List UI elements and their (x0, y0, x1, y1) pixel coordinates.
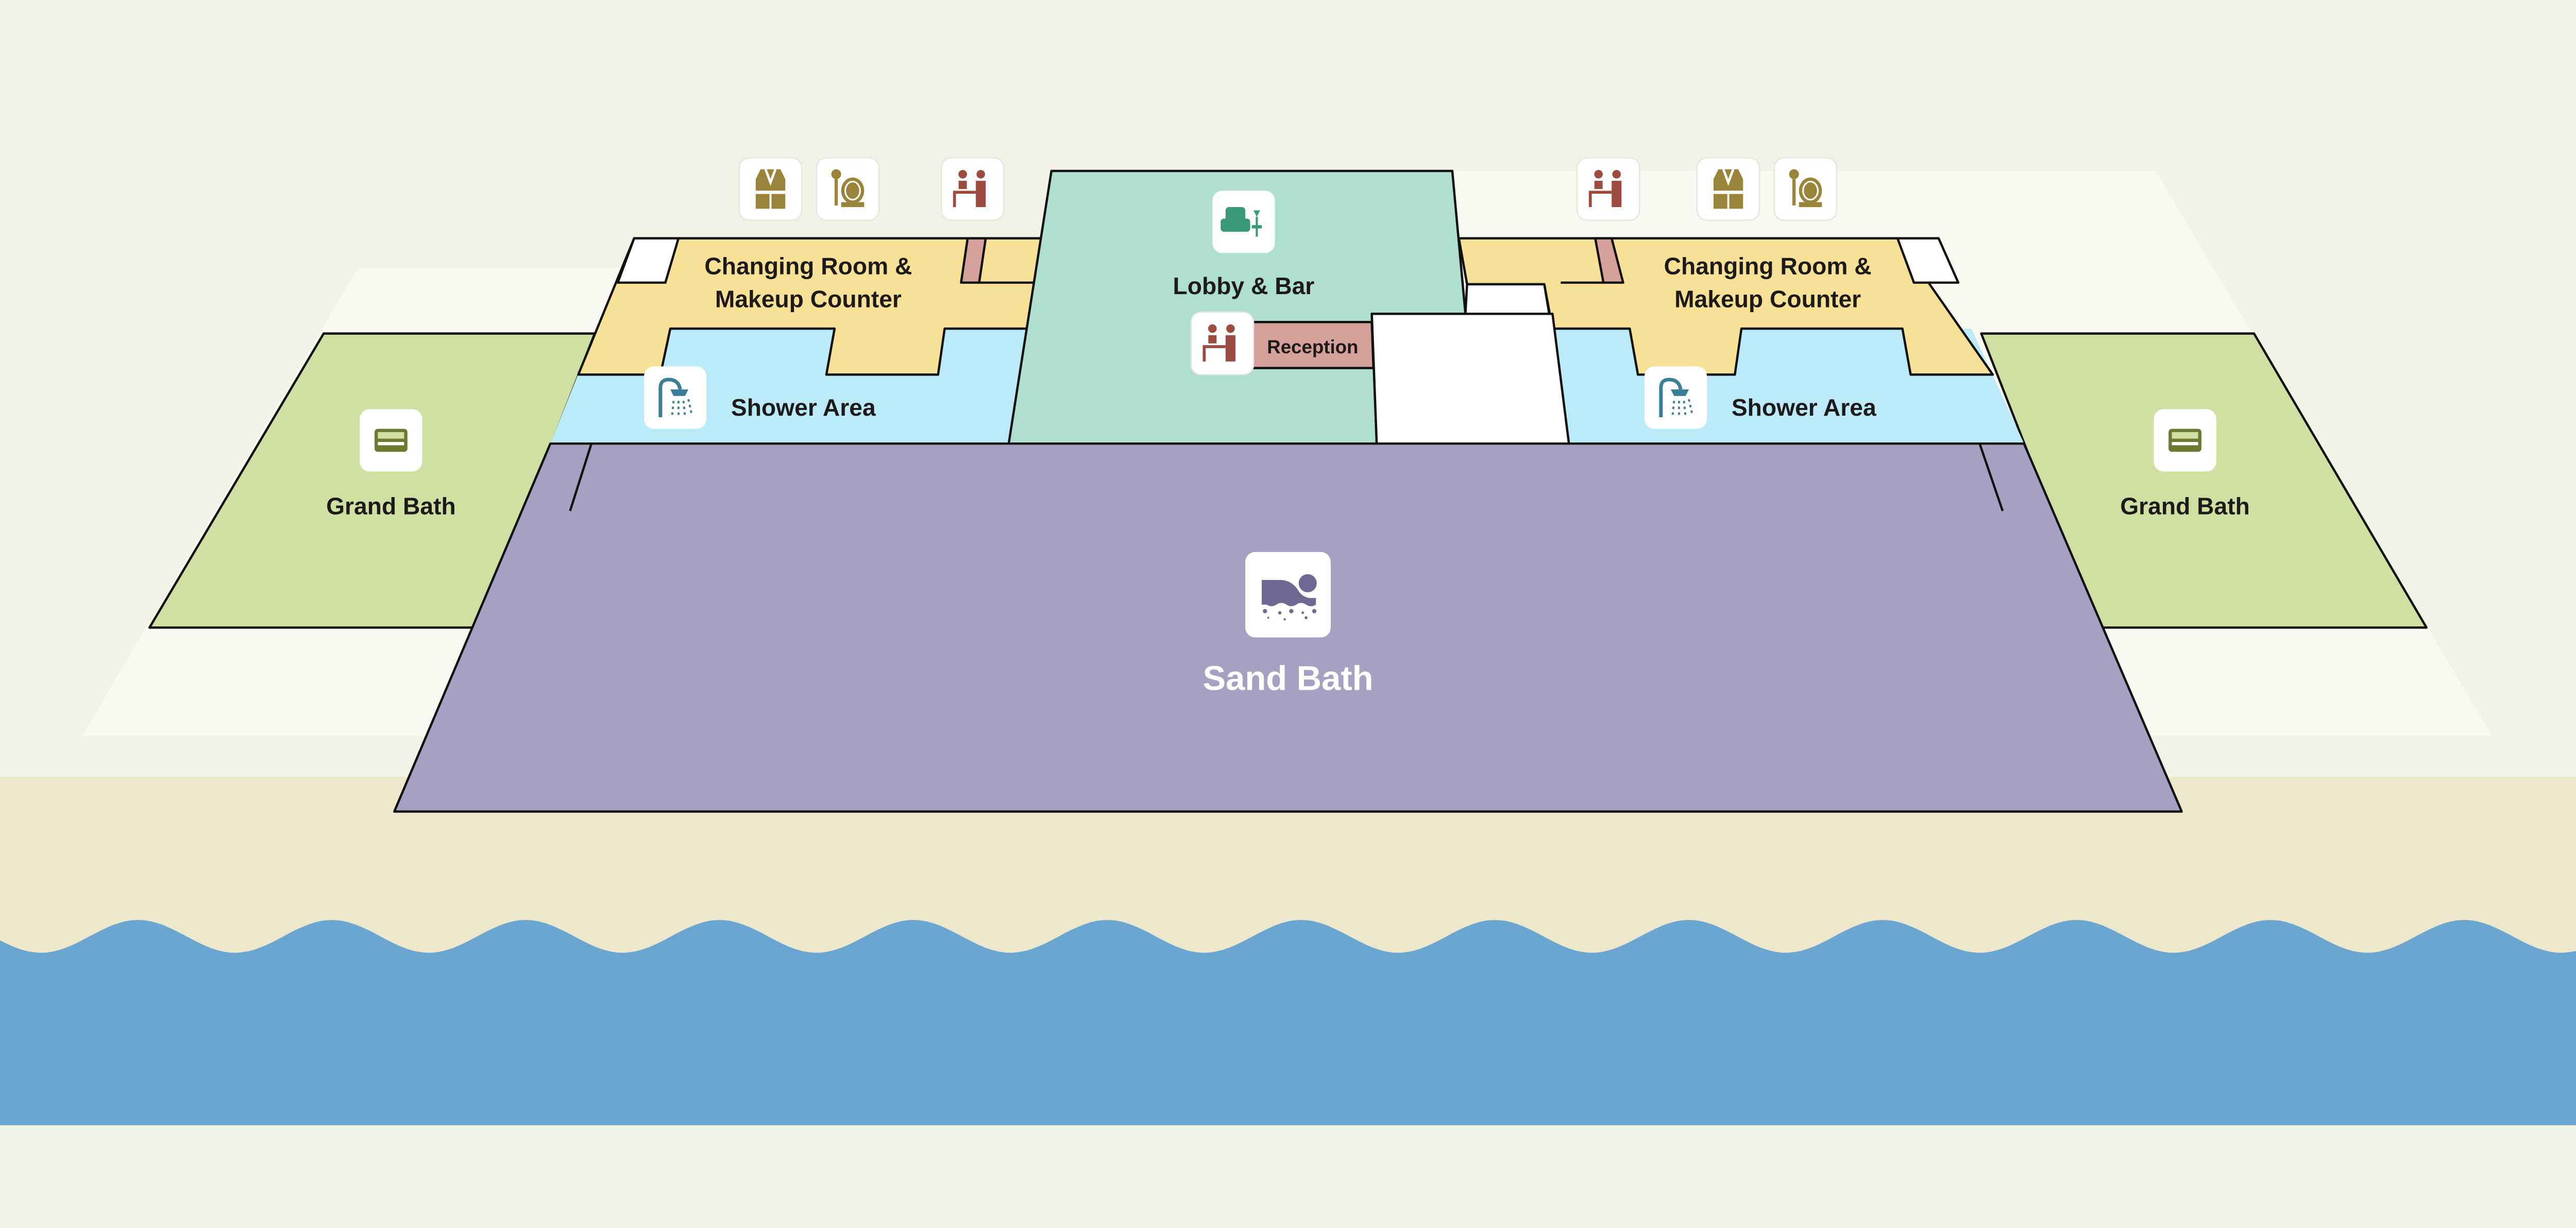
makeup-mirror-icon (1773, 157, 1838, 221)
changing-room-right-label: Changing Room & (1664, 253, 1872, 280)
floor-map: Changing Room & Makeup Counter Changing … (0, 156, 2576, 1125)
changing-room-left-label: Changing Room & (704, 253, 912, 280)
storage-left (616, 237, 680, 284)
wall-line (569, 443, 593, 511)
makeup-mirror-icon (816, 157, 880, 221)
entrance-hall (1370, 313, 1570, 445)
reception-icon (1191, 312, 1253, 374)
sand-bath-icon (1245, 552, 1331, 638)
robe-icon (1697, 158, 1759, 220)
sofa-bar-icon (1212, 191, 1275, 253)
storage-right (1896, 237, 1960, 284)
grand-bath-left-label: Grand Bath (326, 492, 456, 519)
bathtub-icon (2154, 409, 2216, 472)
changing-room-right-label-2: Makeup Counter (1674, 286, 1861, 313)
lobby-label: Lobby & Bar (1173, 272, 1315, 299)
shower-left-label: Shower Area (731, 394, 876, 421)
reception-label: Reception (1267, 336, 1358, 357)
changing-room-left-label-2: Makeup Counter (715, 286, 902, 313)
utility-room (1464, 283, 1551, 315)
grand-bath-right-label: Grand Bath (2120, 492, 2250, 519)
shower-icon (644, 366, 706, 429)
staff-door-right (1594, 237, 1624, 284)
bathtub-icon (360, 409, 422, 472)
reception-desk-icon (1577, 158, 1639, 220)
shower-right-label: Shower Area (1732, 394, 1876, 421)
sea (0, 919, 2576, 1125)
robe-icon (739, 158, 802, 220)
sand-bath-label: Sand Bath (1202, 659, 1373, 698)
reception-desk-icon (941, 158, 1004, 220)
wall-line (1978, 443, 2004, 511)
shower-icon (1645, 366, 1707, 429)
